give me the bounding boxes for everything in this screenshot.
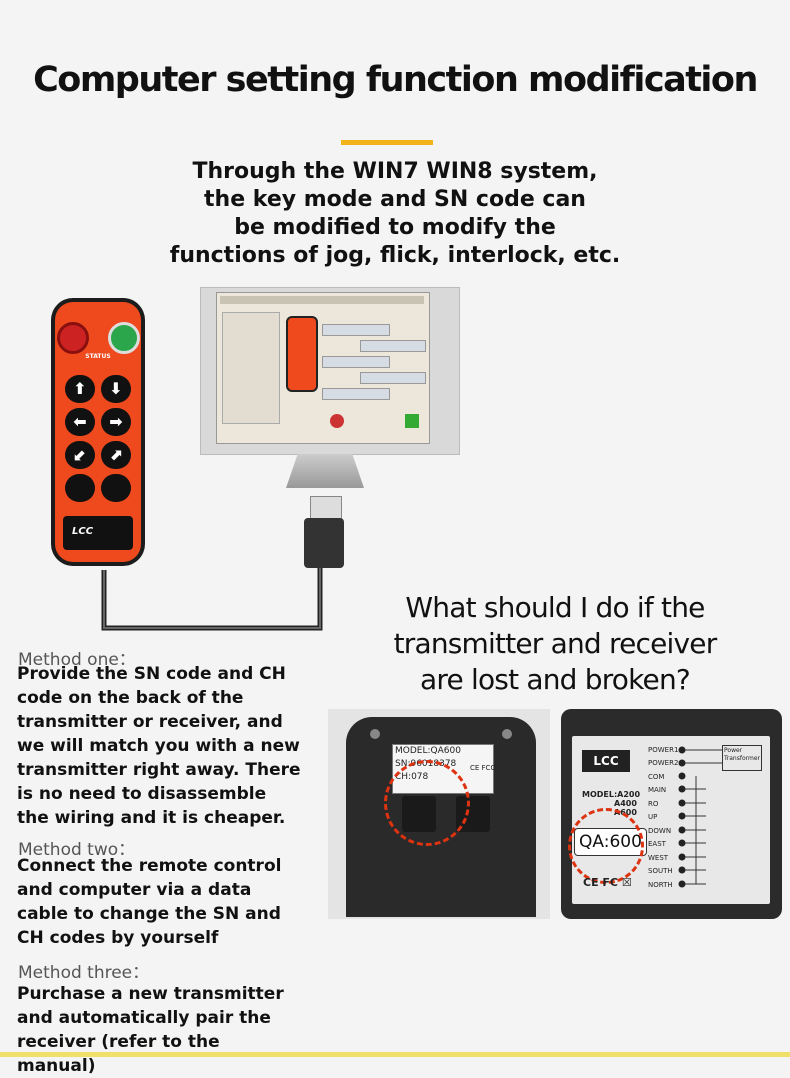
highlight-circle: [384, 760, 470, 846]
terminal-label: POWER2: [648, 759, 679, 767]
terminal-label: DOWN: [648, 827, 672, 835]
screw-icon: [502, 729, 512, 739]
receiver-brand-logo: LCC: [582, 750, 630, 772]
status-label: STATUS: [85, 353, 111, 360]
blank-button-icon: [65, 474, 95, 502]
terminal-label: POWER1: [648, 746, 679, 754]
red-button-icon: [330, 414, 344, 428]
terminal-label: RO: [648, 800, 659, 808]
arrow-right-icon: ➡: [101, 408, 131, 436]
arrow-down-icon: ⬇: [101, 375, 131, 403]
question-line: transmitter and receiver: [393, 627, 718, 660]
subtitle-line: functions of jog, flick, interlock, etc.: [169, 243, 621, 268]
monitor-stand: [286, 454, 364, 488]
terminal-label: WEST: [648, 854, 669, 862]
software-toolbar: [220, 296, 424, 304]
wiring-diagram: [678, 746, 722, 888]
terminal-label: EAST: [648, 840, 666, 848]
terminal-label: COM: [648, 773, 665, 781]
arrow-left-icon: ⬅: [65, 408, 95, 436]
arrow-up-icon: ⬆: [65, 375, 95, 403]
mini-remote-icon: [286, 316, 318, 392]
question-line: are lost and broken?: [420, 663, 691, 696]
brand-panel: [63, 516, 133, 550]
method-three-text: Purchase a new transmitter and automatic…: [17, 984, 284, 1076]
power-transformer-box: Power Transformer: [722, 745, 762, 771]
usb-connector-icon: [310, 496, 342, 520]
terminal-label: NORTH: [648, 881, 673, 889]
brand-logo: LCC: [72, 526, 94, 537]
method-one-text: Provide the SN code and CH code on the b…: [17, 664, 301, 828]
accent-bar: [341, 140, 433, 145]
subtitle-line: Through the WIN7 WIN8 system,: [192, 159, 598, 184]
bottom-border: [0, 1052, 790, 1057]
start-button-icon: [108, 322, 140, 354]
config-box: [322, 356, 390, 368]
terminal-label: UP: [648, 813, 658, 821]
blank-button-icon: [101, 474, 131, 502]
terminal-label: MAIN: [648, 786, 667, 794]
cert-marks: CE FCC: [470, 764, 496, 772]
method-three-heading: Method three：: [18, 963, 150, 983]
subtitle: Through the WIN7 WIN8 system, the key mo…: [150, 158, 640, 270]
emergency-stop-icon: [57, 322, 89, 354]
receiver-model-line: MODEL:A200: [582, 790, 641, 799]
terminal-label: SOUTH: [648, 867, 673, 875]
subtitle-line: be modified to modify the: [234, 215, 556, 240]
question-heading: What should I do if the transmitter and …: [380, 590, 730, 698]
software-left-panel: [222, 312, 280, 424]
highlight-circle: [568, 808, 644, 884]
receiver-cert-marks: CE FC ☒: [583, 876, 632, 889]
arrow-diag-up-right-icon: ⬈: [101, 441, 131, 469]
green-button-icon: [405, 414, 419, 428]
page-title: Computer setting function modification: [33, 60, 758, 100]
method-one-heading: Method one：: [18, 650, 136, 670]
config-box: [322, 324, 390, 336]
config-box: [322, 388, 390, 400]
config-box: [360, 340, 426, 352]
data-cable: [101, 560, 323, 631]
usb-plug-body: [304, 518, 344, 568]
screw-icon: [370, 729, 380, 739]
receiver-model-line: A400: [614, 799, 637, 808]
method-two-heading: Method two：: [18, 840, 136, 860]
model-text: MODEL:QA600: [395, 746, 461, 756]
arrow-diag-down-left-icon: ⬋: [65, 441, 95, 469]
question-line: What should I do if the: [405, 591, 705, 624]
method-two-text: Connect the remote control and computer …: [17, 856, 282, 948]
subtitle-line: the key mode and SN code can: [204, 187, 586, 212]
config-box: [360, 372, 426, 384]
